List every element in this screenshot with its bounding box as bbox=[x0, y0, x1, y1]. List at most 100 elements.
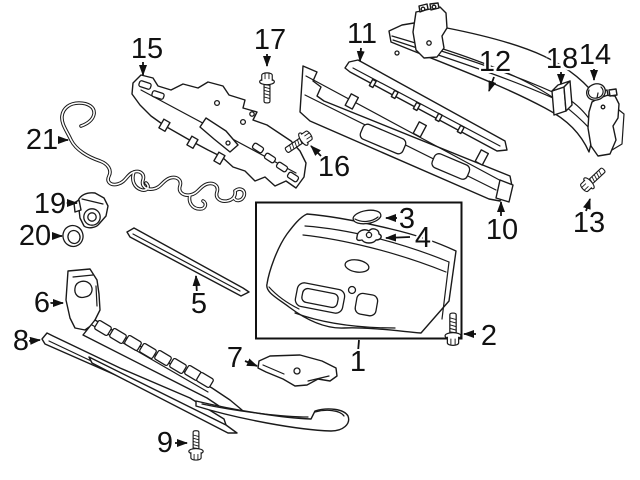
cover-foglamp-opening bbox=[354, 292, 379, 317]
seal-strip-clip-1 bbox=[368, 78, 377, 89]
harness-wire-core bbox=[61, 102, 246, 210]
seal-strip-clip-3 bbox=[412, 101, 421, 112]
center-bracket-slot-r1 bbox=[251, 142, 265, 154]
sensor-barrel-inner bbox=[87, 212, 97, 222]
left-bracket-hole-1 bbox=[420, 6, 426, 12]
molding-strip-drawing bbox=[126, 227, 250, 297]
grille-slot-3 bbox=[124, 334, 142, 352]
impact-bar-body bbox=[388, 22, 602, 153]
callout-1-label: 1 bbox=[350, 346, 366, 378]
center-bracket-hole-3 bbox=[249, 111, 255, 117]
cover-lower-crease bbox=[294, 312, 396, 329]
left-bracket-hole-2 bbox=[431, 4, 437, 10]
seal-strip-clip-4 bbox=[434, 112, 443, 123]
callout-9: 9 bbox=[155, 425, 188, 461]
callout-21: 21 bbox=[24, 122, 69, 158]
callout-9-label: 9 bbox=[157, 427, 173, 459]
cap-part3-seam bbox=[354, 216, 379, 223]
lower-lip-inner-1 bbox=[201, 403, 309, 418]
absorber-end-foot bbox=[495, 179, 514, 203]
callout-4-label: 4 bbox=[415, 222, 431, 254]
callout-20: 20 bbox=[17, 218, 63, 254]
lower-bracket-drawing bbox=[257, 354, 338, 387]
callout-4-arrow bbox=[385, 233, 411, 242]
center-bracket-foot-2 bbox=[186, 135, 199, 150]
center-bracket-slot-r2 bbox=[263, 152, 277, 164]
right-bracket-tab-2 bbox=[608, 88, 618, 97]
center-bracket-foot-1 bbox=[158, 118, 171, 133]
absorber-post-3 bbox=[474, 149, 490, 166]
seal-strip-inner bbox=[352, 67, 501, 147]
cover-emblem-recess bbox=[344, 259, 370, 273]
push-nut-slot bbox=[596, 92, 599, 99]
left-bracket-hole-3 bbox=[426, 40, 432, 46]
lower-lip-drawing bbox=[195, 400, 350, 432]
seal-strip-drawing bbox=[344, 59, 508, 152]
grommet-part4-hole bbox=[365, 231, 373, 239]
callout-11-label: 11 bbox=[347, 18, 377, 50]
callout-19: 19 bbox=[32, 186, 78, 222]
grille-corner-line-1 bbox=[72, 274, 94, 278]
callout-14-label: 14 bbox=[579, 39, 611, 71]
cover-side-fold bbox=[441, 261, 450, 320]
callout-10: 10 bbox=[484, 201, 520, 248]
lower-trim-drawing bbox=[41, 332, 238, 434]
center-bracket-slot-l1 bbox=[138, 80, 152, 90]
seal-strip-clip-2 bbox=[390, 89, 399, 100]
bolt-9 bbox=[188, 430, 204, 461]
callouts: 1 2 3 4 5 6 7 8 bbox=[11, 16, 613, 461]
bracket7-line-2 bbox=[307, 375, 330, 382]
callout-7-label: 7 bbox=[227, 342, 243, 374]
callout-8-label: 8 bbox=[13, 325, 29, 357]
callout-11: 11 bbox=[345, 16, 379, 62]
center-bracket-slot-r3 bbox=[275, 161, 289, 173]
callout-6-label: 6 bbox=[34, 287, 50, 319]
bracket7-hole bbox=[293, 367, 301, 375]
callout-15-label: 15 bbox=[131, 33, 163, 65]
center-bracket-hole-4 bbox=[225, 140, 231, 146]
grille-slot-5 bbox=[154, 349, 172, 367]
spacer-block-drawing bbox=[551, 80, 573, 116]
wiring-harness-drawing bbox=[60, 101, 247, 211]
impact-bar-hole bbox=[394, 50, 400, 56]
callout-12-arrow bbox=[488, 76, 497, 92]
cover-sensor-hole bbox=[347, 285, 357, 295]
center-bracket-hole-1 bbox=[213, 99, 221, 107]
callout-7-arrow bbox=[244, 358, 258, 367]
absorber-post-1 bbox=[344, 93, 360, 110]
right-bracket-flange bbox=[611, 109, 625, 151]
impact-bar-right-bracket bbox=[587, 94, 620, 157]
lower-lip-inner-2 bbox=[314, 409, 345, 417]
impact-bar-drawing bbox=[388, 2, 625, 157]
callout-2: 2 bbox=[463, 318, 499, 354]
grille-corner-line-2 bbox=[95, 285, 98, 307]
sensor-ring-drawing bbox=[62, 224, 84, 248]
center-bracket-slot-l2 bbox=[151, 90, 165, 100]
ring-inner bbox=[67, 229, 81, 245]
callout-21-label: 21 bbox=[26, 124, 58, 156]
grille-corner-hole bbox=[74, 280, 93, 299]
bolt-13 bbox=[577, 163, 610, 195]
callout-4: 4 bbox=[385, 220, 433, 256]
absorber-post-2 bbox=[412, 121, 428, 138]
block-side bbox=[563, 80, 573, 112]
callout-20-label: 20 bbox=[19, 220, 51, 252]
callout-13-arrow bbox=[583, 198, 591, 212]
energy-absorber-drawing bbox=[299, 65, 514, 203]
callout-19-label: 19 bbox=[34, 188, 66, 220]
center-bracket-hole-2 bbox=[239, 118, 247, 126]
impact-bar-left-bracket bbox=[412, 6, 448, 59]
callout-14: 14 bbox=[577, 37, 613, 81]
seal-strip-clip-5 bbox=[456, 124, 465, 135]
sensor-tab bbox=[73, 199, 82, 213]
callout-16-arrow bbox=[310, 145, 322, 157]
grille-slot-6 bbox=[169, 357, 187, 375]
callout-1: 1 bbox=[348, 339, 368, 380]
center-bracket-drawing bbox=[131, 74, 307, 189]
callout-17-label: 17 bbox=[254, 24, 286, 56]
center-bracket-slot-r4 bbox=[286, 171, 300, 183]
center-bracket-foot-3 bbox=[213, 151, 226, 166]
callout-6: 6 bbox=[32, 285, 64, 321]
cover-arch bbox=[268, 286, 300, 310]
